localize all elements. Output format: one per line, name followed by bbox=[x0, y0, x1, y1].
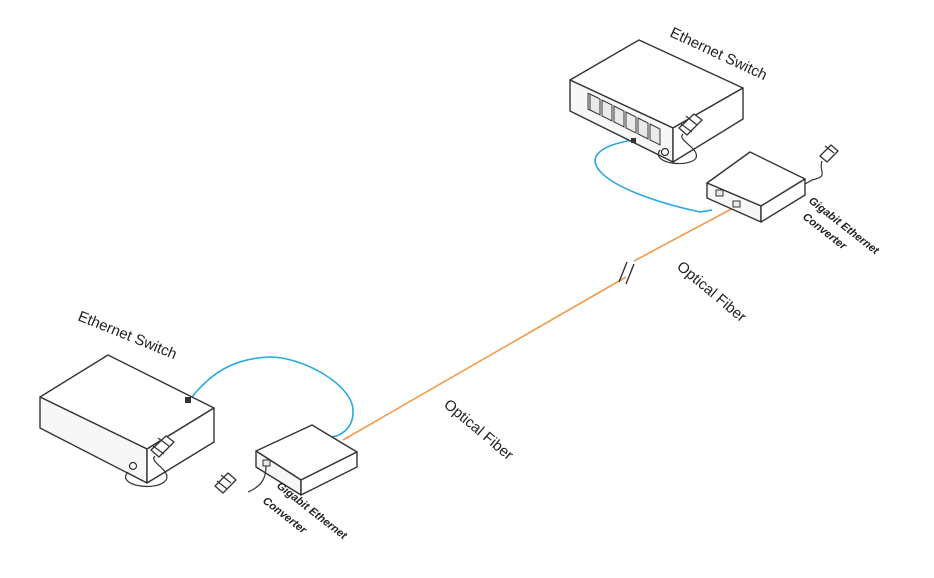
power-plug-icon bbox=[125, 435, 175, 487]
ethernet-cable-top bbox=[594, 139, 713, 213]
ethernet-switch-bottom bbox=[39, 354, 215, 487]
ethernet-cable-bottom bbox=[191, 356, 354, 438]
optical-fiber-label-upper: Optical Fiber bbox=[673, 258, 749, 326]
optical-fiber-label-lower: Optical Fiber bbox=[440, 396, 516, 464]
gigabit-converter-top bbox=[706, 144, 839, 223]
ethernet-switch-bottom-label: Ethernet Switch bbox=[76, 308, 180, 363]
ethernet-switch-top bbox=[569, 39, 744, 165]
optical-fiber-line-lower bbox=[342, 276, 627, 441]
optical-fiber-line-upper bbox=[633, 205, 738, 262]
power-plug-icon bbox=[657, 113, 703, 165]
gigabit-converter-bottom bbox=[214, 424, 358, 496]
power-plug-icon bbox=[804, 144, 839, 185]
power-plug-icon bbox=[214, 472, 237, 494]
cable-break-icon bbox=[618, 261, 635, 285]
